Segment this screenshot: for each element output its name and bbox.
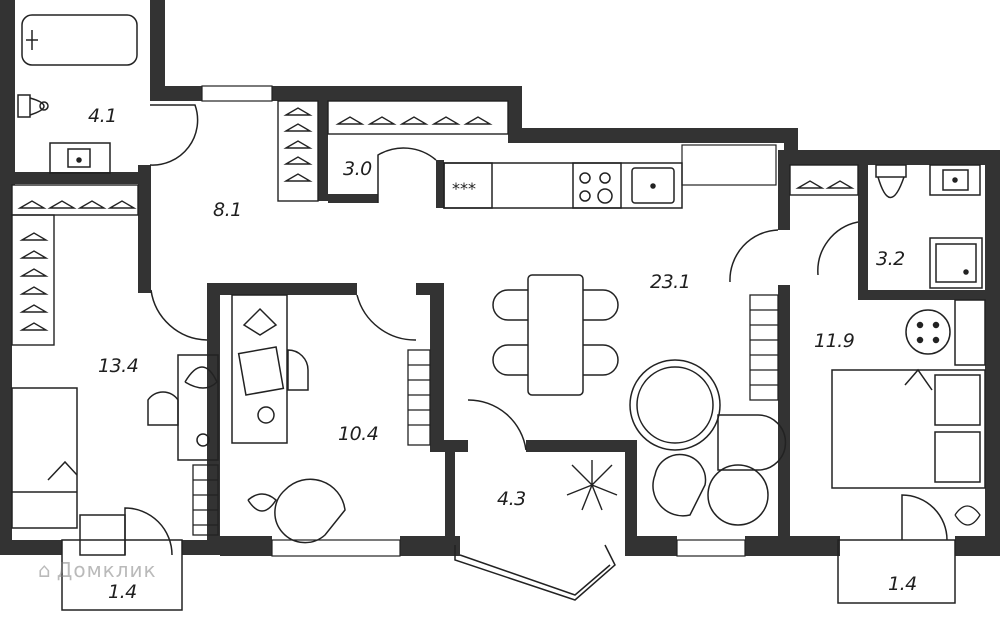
area-labels: 4.1 8.1 3.0 23.1 3.2 13.4 10.4 4.3 11.9 …: [88, 105, 917, 603]
house-logo-icon: ⌂: [38, 558, 51, 582]
wardrobe-bedroom-left: [11, 184, 139, 346]
area-label-bedroom-left: 13.4: [98, 355, 138, 377]
shower-icon: [929, 237, 983, 289]
sink-right-icon: [929, 164, 981, 196]
area-label-bedroom-right: 11.9: [814, 330, 854, 352]
bookshelf-living-icon: [749, 294, 779, 401]
toilet-right-icon: [875, 164, 907, 198]
bookshelf-study-icon: [407, 349, 431, 446]
area-label-bathroom: 4.1: [88, 105, 117, 127]
desk-left-icon: [147, 354, 219, 461]
door-arc: [356, 294, 417, 341]
door-arc: [817, 221, 859, 276]
bathtub-icon: [21, 14, 138, 66]
washing-machine-icon: [905, 299, 986, 366]
balconies: [61, 539, 956, 611]
area-label-bay: 4.3: [497, 488, 526, 510]
desk-study-icon: [231, 294, 309, 444]
wardrobe-closet: [327, 100, 509, 135]
wardrobe-hall: [277, 100, 319, 202]
kitchen-counter-icon: [443, 162, 683, 209]
dining-table-icon: [492, 274, 619, 396]
bed-left-icon: [11, 387, 78, 529]
area-label-balcony-right: 1.4: [888, 573, 917, 595]
area-label-living-kitchen: 23.1: [650, 271, 690, 293]
door-arc: [377, 147, 437, 203]
hob-symbol: ***: [452, 179, 476, 198]
bookshelf-left-icon: [192, 464, 219, 536]
wardrobe-right: [789, 164, 859, 196]
plant-right-icon: [954, 505, 981, 526]
area-label-balcony-left: 1.4: [108, 581, 137, 603]
coffee-table-icon: [629, 359, 787, 526]
watermark: ⌂ Домклик: [38, 558, 157, 582]
door-arc: [149, 104, 199, 166]
door-arc: [467, 399, 527, 451]
door-arc: [901, 494, 948, 541]
sink-icon: [49, 142, 111, 174]
door-arc: [124, 507, 173, 556]
area-label-study: 10.4: [338, 423, 378, 445]
plant-icon: [566, 460, 618, 511]
toilet-icon: [17, 94, 49, 118]
armchair-study-icon: [247, 478, 346, 544]
walls: [0, 0, 1000, 556]
balcony-right: [837, 539, 956, 604]
door-arc: [729, 229, 779, 283]
area-label-hall: 8.1: [213, 199, 242, 221]
balcony-left: [61, 539, 183, 611]
area-label-bath-small: 3.2: [876, 248, 905, 270]
windows: [201, 85, 777, 557]
area-label-closet: 3.0: [343, 158, 372, 180]
door-arc: [150, 289, 208, 341]
watermark-text: Домклик: [56, 558, 157, 582]
bed-right-icon: [831, 368, 986, 489]
